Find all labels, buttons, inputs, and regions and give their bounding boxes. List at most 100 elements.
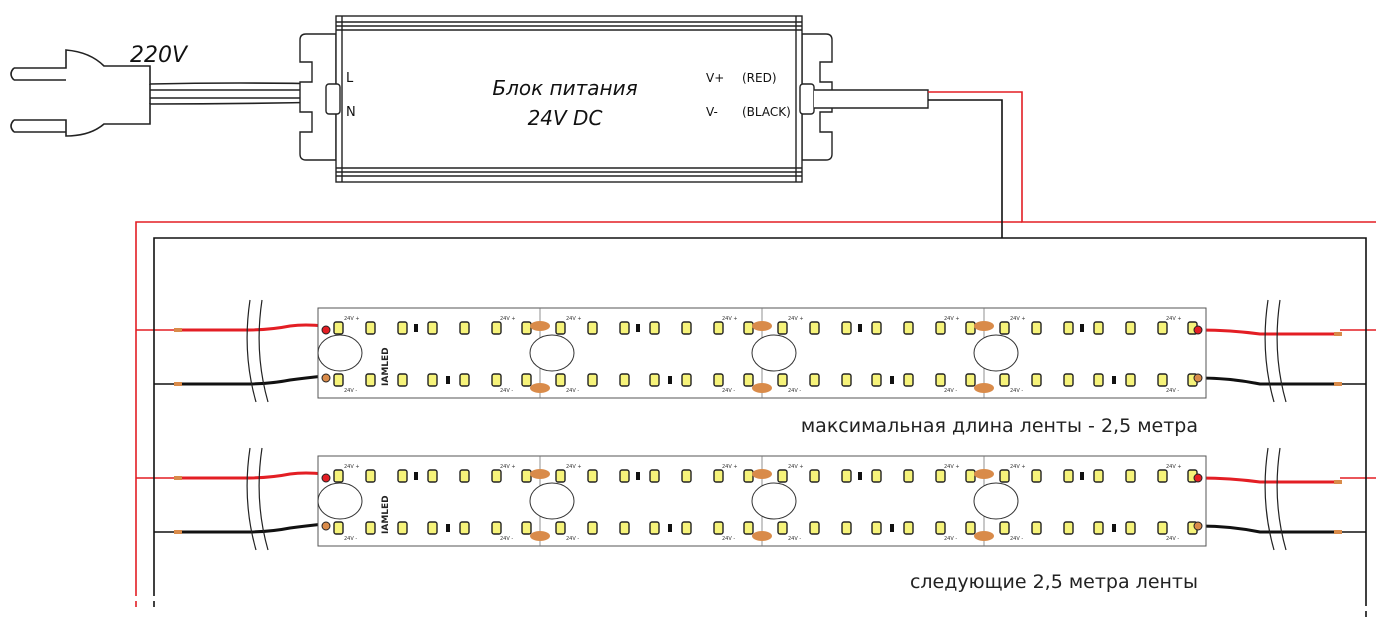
solder-pad: [974, 531, 994, 541]
strip-end-negative-pad: [1193, 521, 1203, 531]
right-positive-lead: [1199, 328, 1340, 336]
led-chip: [903, 321, 914, 335]
led-chip: [965, 321, 976, 335]
mounting-hole: [973, 334, 1019, 372]
led-chip: [809, 321, 820, 335]
right-positive-lead: [1199, 476, 1340, 484]
led-chip: [555, 321, 566, 335]
led-chip: [1157, 373, 1168, 387]
plug-voltage-label: 220V: [130, 43, 189, 68]
led-chip: [809, 373, 820, 387]
led-chip: [903, 521, 914, 535]
led-chip: [1031, 373, 1042, 387]
solder-pad: [974, 469, 994, 479]
led-chip: [333, 469, 344, 483]
led-chip: [587, 469, 598, 483]
pad-negative-label: 24V -: [1010, 388, 1023, 394]
led-chip: [871, 321, 882, 335]
led-chip: [1125, 373, 1136, 387]
pad-positive-label: 24V +: [722, 464, 738, 470]
led-chip: [555, 373, 566, 387]
pad-negative-label: 24V -: [344, 536, 357, 542]
psu-title-line2: 24V DC: [528, 106, 603, 130]
psu-body: [335, 15, 803, 183]
led-chip: [1157, 469, 1168, 483]
led-chip: [1031, 521, 1042, 535]
psu-input-gland: [325, 83, 341, 115]
led-chip: [459, 373, 470, 387]
led-chip: [965, 373, 976, 387]
led-chip: [809, 521, 820, 535]
wire-break-mark: [1276, 447, 1287, 551]
resistor: [1112, 524, 1116, 532]
led-chip: [999, 373, 1010, 387]
left-negative-lead-tip: [174, 530, 182, 534]
resistor: [858, 472, 862, 480]
led-chip: [841, 373, 852, 387]
strip-end-positive-pad: [321, 325, 331, 335]
led-chip: [427, 373, 438, 387]
led-chip: [1093, 373, 1104, 387]
caption-next-strip: следующие 2,5 метра ленты: [910, 571, 1198, 593]
resistor: [636, 472, 640, 480]
led-chip: [681, 521, 692, 535]
led-chip: [1063, 373, 1074, 387]
pad-negative-label: 24V -: [788, 536, 801, 542]
led-chip: [491, 521, 502, 535]
led-chip: [397, 521, 408, 535]
power-plug: [10, 49, 331, 137]
psu-left-ear: [299, 33, 337, 161]
led-chip: [1093, 521, 1104, 535]
pad-negative-label: 24V -: [1166, 388, 1179, 394]
resistor: [414, 472, 418, 480]
led-chip: [935, 521, 946, 535]
solder-pad: [752, 469, 772, 479]
pad-positive-label: 24V +: [722, 316, 738, 322]
led-chip: [965, 521, 976, 535]
pad-positive-label: 24V +: [500, 316, 516, 322]
led-chip: [871, 521, 882, 535]
led-chip: [1157, 521, 1168, 535]
resistor: [414, 324, 418, 332]
pad-positive-label: 24V +: [344, 464, 360, 470]
pad-positive-label: 24V +: [500, 464, 516, 470]
pad-positive-label: 24V +: [944, 316, 960, 322]
strip-brand-label: IAMLED: [381, 347, 391, 386]
led-chip: [903, 373, 914, 387]
pad-negative-label: 24V -: [944, 536, 957, 542]
led-chip: [427, 321, 438, 335]
power-supply-unit: [299, 15, 929, 183]
solder-pad: [530, 383, 550, 393]
right-negative-lead-tip: [1334, 382, 1342, 386]
led-chip: [649, 521, 660, 535]
pad-negative-label: 24V -: [566, 536, 579, 542]
psu-output-cable: [814, 89, 929, 109]
strip-end-positive-pad: [1193, 473, 1203, 483]
led-chip: [1031, 321, 1042, 335]
led-chip: [619, 373, 630, 387]
led-chip: [555, 469, 566, 483]
wire-break-mark: [246, 299, 257, 403]
solder-pad: [530, 469, 550, 479]
pad-negative-label: 24V -: [722, 536, 735, 542]
led-chip: [365, 321, 376, 335]
solder-pad: [974, 321, 994, 331]
solder-pad: [530, 321, 550, 331]
led-chip: [521, 469, 532, 483]
pad-negative-label: 24V -: [344, 388, 357, 394]
resistor: [446, 376, 450, 384]
pad-negative-label: 24V -: [500, 388, 513, 394]
led-chip: [841, 469, 852, 483]
led-chip: [649, 469, 660, 483]
led-chip: [681, 321, 692, 335]
led-chip: [1125, 469, 1136, 483]
led-chip: [491, 373, 502, 387]
resistor: [890, 376, 894, 384]
led-chip: [1063, 321, 1074, 335]
solder-pad: [974, 383, 994, 393]
pad-positive-label: 24V +: [944, 464, 960, 470]
led-chip: [713, 321, 724, 335]
mounting-hole: [751, 334, 797, 372]
led-chip: [1093, 321, 1104, 335]
led-chip: [555, 521, 566, 535]
